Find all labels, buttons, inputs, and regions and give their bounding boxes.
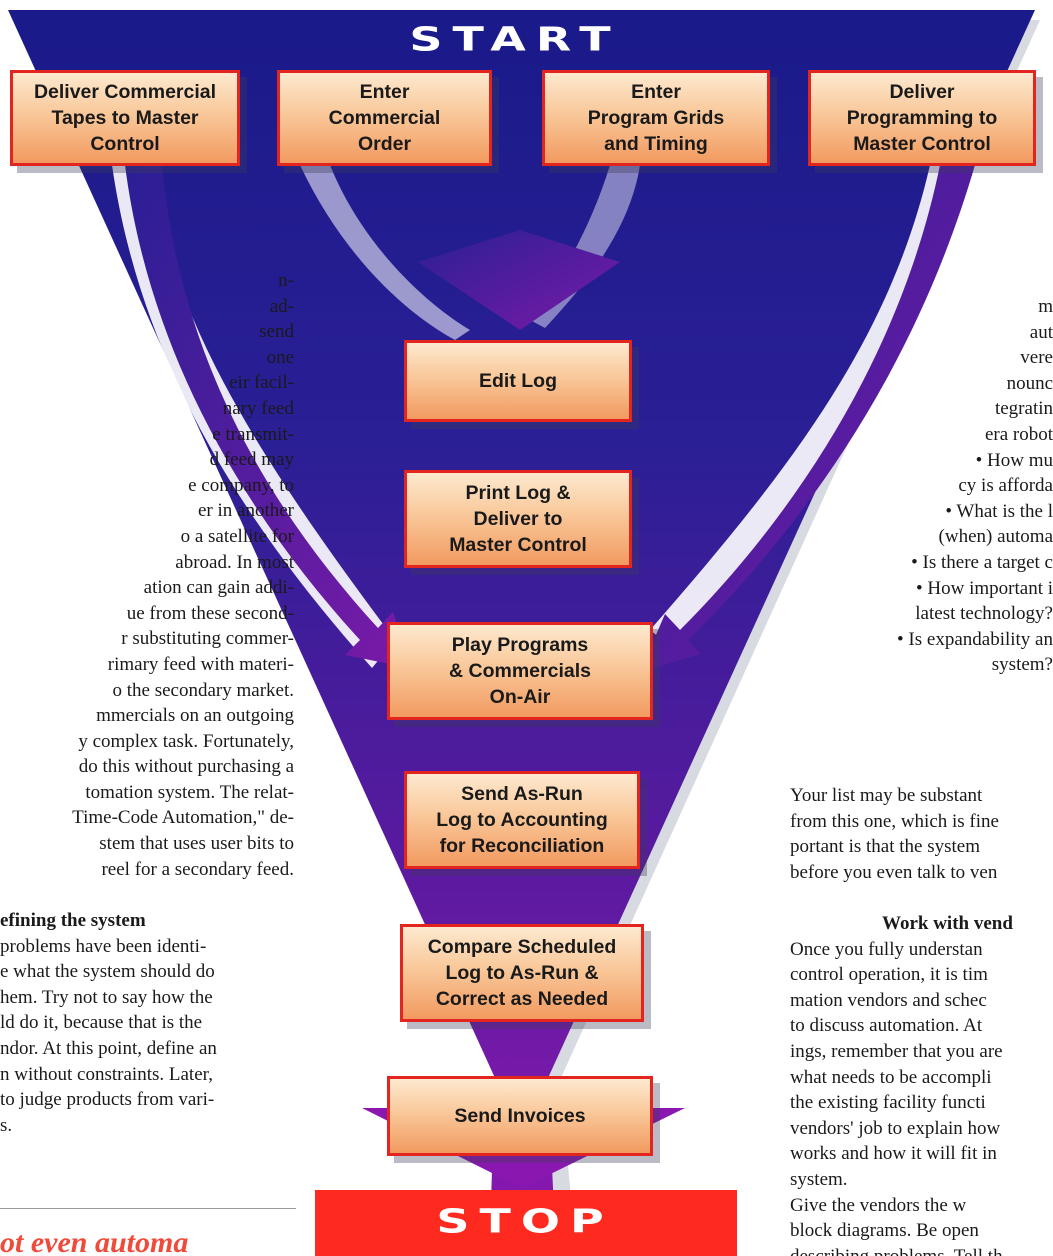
text-line: Time-Code Automation," de- xyxy=(72,807,294,829)
text-line: reel for a secondary feed. xyxy=(101,858,294,880)
text-line: one xyxy=(266,346,294,368)
text-line: to judge products from vari- xyxy=(0,1089,215,1111)
text-line: problems have been identi- xyxy=(0,935,207,957)
text-line: • How important i xyxy=(916,577,1053,599)
text-line: before you even talk to ven xyxy=(790,861,998,883)
text-line: d feed may xyxy=(209,449,294,471)
print-log-box: Print Log & Deliver to Master Control xyxy=(404,470,632,568)
text-line: o a satellite for xyxy=(180,525,294,547)
text-line: tegratin xyxy=(994,398,1053,420)
text-line: latest technology? xyxy=(915,603,1053,625)
edit-log-box: Edit Log xyxy=(404,340,632,422)
section-heading: Work with vend xyxy=(882,912,1013,934)
deliver-commercial-tapes-box: Deliver Commercial Tapes to Master Contr… xyxy=(10,70,240,166)
text-line: rimary feed with materi- xyxy=(107,653,294,675)
play-programs-box: Play Programs & Commercials On-Air xyxy=(387,622,653,720)
text-line: • Is there a target c xyxy=(911,551,1053,573)
text-line: mation vendors and schec xyxy=(790,989,987,1011)
text-line: from this one, which is fine xyxy=(790,810,999,832)
text-line: n- xyxy=(278,270,294,291)
text-line: • How mu xyxy=(975,449,1053,471)
right-column-text: m aut vere nounc tegratin era robot • How mu cy… xyxy=(780,294,1053,714)
text-line: o the secondary market. xyxy=(112,679,294,701)
text-line: n without constraints. Later, xyxy=(0,1063,213,1085)
stop-bar xyxy=(315,1190,737,1256)
text-line: hem. Try not to say how the xyxy=(0,986,213,1008)
text-line: ad- xyxy=(269,295,294,317)
send-invoices-box: Send Invoices xyxy=(387,1076,653,1156)
footer-fragment: ot even automa xyxy=(0,1226,189,1256)
text-line: describing problems. Tell th xyxy=(790,1244,1053,1256)
text-line: what needs to be accompli xyxy=(790,1066,992,1088)
text-line: vendors' job to explain how xyxy=(790,1117,1001,1139)
text-line: (when) automa xyxy=(938,526,1053,548)
text-line: cy is afforda xyxy=(958,475,1053,497)
text-line: Once you fully understan xyxy=(790,938,983,960)
text-line: e transmit- xyxy=(212,423,294,445)
text-line: aut xyxy=(1029,321,1053,343)
text-line: • What is the l xyxy=(945,500,1053,522)
stop-banner: STOP xyxy=(436,1201,614,1241)
start-banner: START xyxy=(409,19,621,59)
arrow-into-edit-log xyxy=(418,230,620,330)
text-line: tomation system. The relat- xyxy=(85,781,294,803)
left-column-text: n-ad-send one eir facil-nary feed e transmi… xyxy=(0,268,294,908)
text-line: do this without purchasing a xyxy=(78,756,294,778)
text-line: abroad. In most xyxy=(175,551,294,573)
text-line: ld do it, because that is the xyxy=(0,1012,203,1034)
section-heading: efining the system xyxy=(0,910,146,931)
text-line: e what the system should do xyxy=(0,961,215,983)
text-line: e company, to xyxy=(188,474,294,496)
text-line: nary feed xyxy=(222,397,294,419)
text-line: ndor. At this point, define an xyxy=(0,1037,217,1059)
text-line: mmercials on an outgoing xyxy=(96,705,294,727)
text-line: era robot xyxy=(984,423,1053,445)
text-line: er in another xyxy=(197,500,294,522)
text-line: r substituting commer- xyxy=(121,628,294,650)
text-line: ue from these second- xyxy=(126,602,294,624)
left-column-section: efining the system problems have been ide… xyxy=(0,908,296,1158)
compare-scheduled-box: Compare Scheduled Log to As-Run & Correc… xyxy=(400,924,644,1022)
text-line: nounc xyxy=(1006,372,1053,394)
text-line: • Is expandability an xyxy=(897,628,1053,650)
text-line: s. xyxy=(0,1114,13,1136)
text-line: m xyxy=(1038,296,1053,317)
text-line: control operation, it is tim xyxy=(790,964,988,986)
text-line: system? xyxy=(991,654,1053,676)
paragraph-gap xyxy=(790,885,1053,911)
enter-program-grids-box: Enter Program Grids and Timing xyxy=(542,70,770,166)
text-line: Your list may be substant xyxy=(790,785,983,806)
text-line: send xyxy=(259,321,294,343)
text-line: Give the vendors the w xyxy=(790,1194,967,1216)
text-line: ation can gain addi- xyxy=(143,577,294,599)
text-line: stem that uses user bits to xyxy=(99,833,294,855)
text-line: eir facil- xyxy=(229,372,294,394)
arrow-right-to-play xyxy=(640,165,975,672)
arrow-left-to-play xyxy=(125,165,410,668)
send-as-run-box: Send As-Run Log to Accounting for Reconc… xyxy=(404,771,640,869)
text-line: y complex task. Fortunately, xyxy=(78,730,294,752)
text-line: ings, remember that you are xyxy=(790,1040,1003,1062)
divider-rule xyxy=(0,1208,296,1209)
text-line: to discuss automation. At xyxy=(790,1015,983,1037)
right-column-section: Your list may be substant from this one, … xyxy=(790,783,1053,1256)
text-line: works and how it will fit in xyxy=(790,1143,997,1165)
text-line: vere xyxy=(1020,347,1053,369)
text-line: portant is that the system xyxy=(790,836,980,858)
funnel-body xyxy=(8,10,1035,1232)
enter-commercial-order-box: Enter Commercial Order xyxy=(277,70,492,166)
text-line: system. xyxy=(790,1168,848,1190)
deliver-programming-box: Deliver Programming to Master Control xyxy=(808,70,1036,166)
mid-left-swoosh xyxy=(300,165,470,340)
text-line: block diagrams. Be open xyxy=(790,1220,979,1242)
text-line: the existing facility functi xyxy=(790,1092,986,1114)
